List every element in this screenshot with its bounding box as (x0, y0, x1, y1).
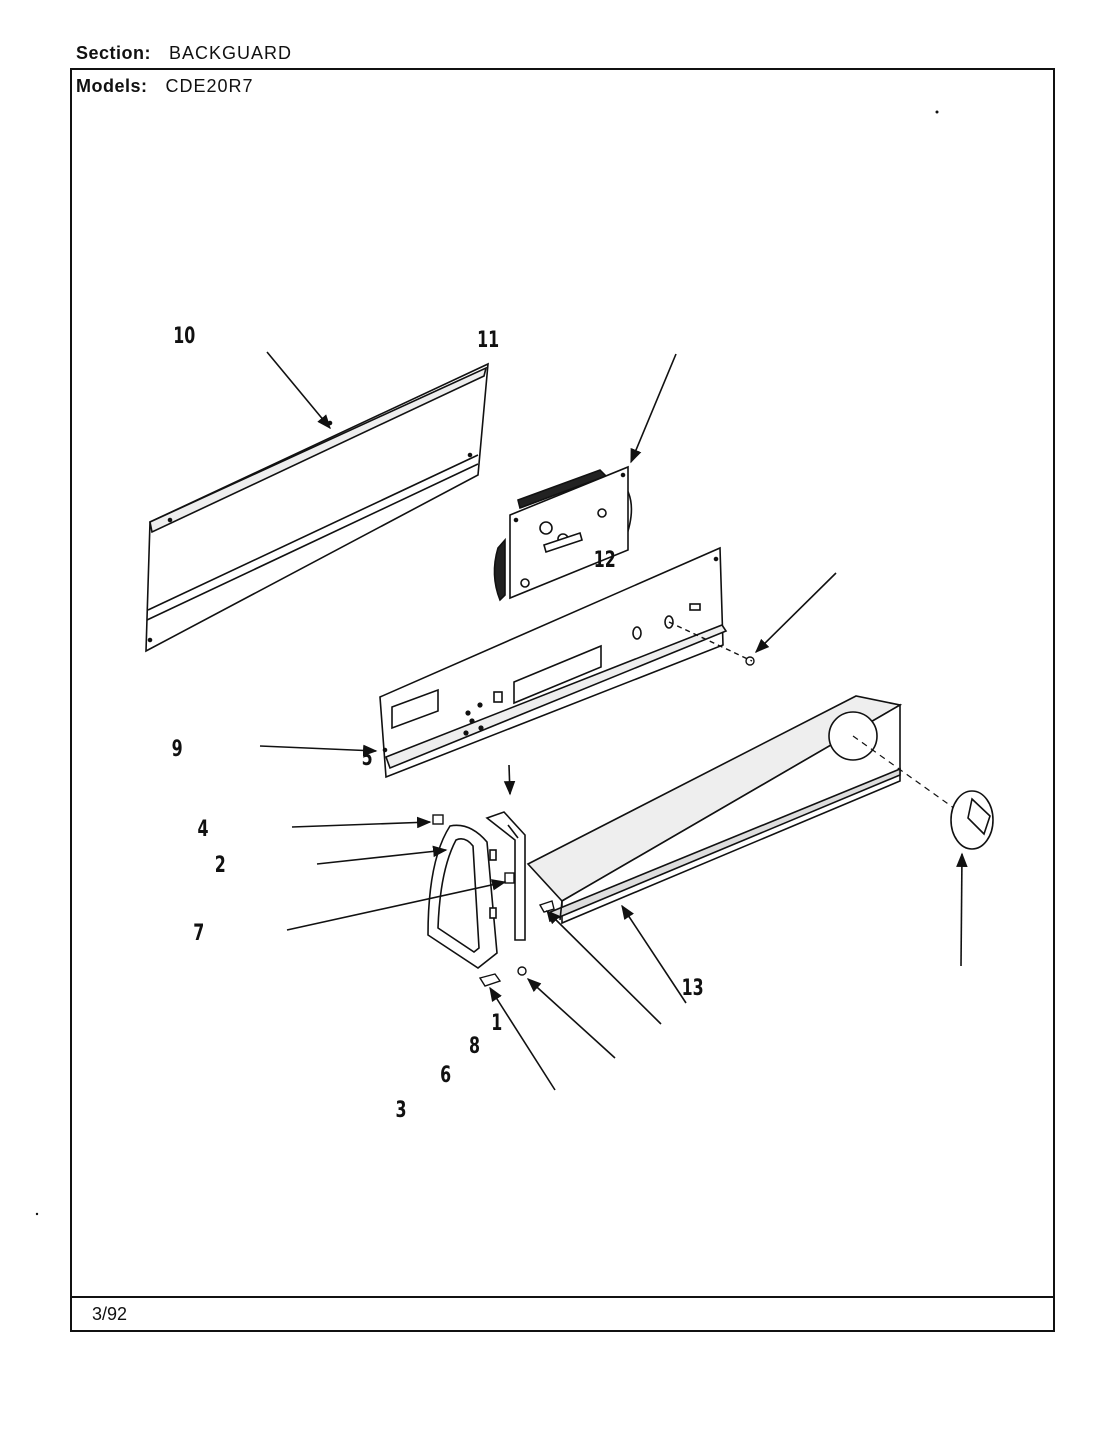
callout-3: 3 (396, 1096, 407, 1122)
part-9-control-panel (379, 546, 728, 779)
part-5-trim-strip (485, 811, 526, 941)
part-13-knob (950, 790, 994, 850)
section-label: Section: (76, 43, 152, 63)
part-10-top-cover (145, 362, 489, 653)
part-2-end-trim (427, 824, 498, 969)
part-6-screw (517, 966, 527, 976)
callout-leaders (259, 351, 968, 1091)
part-3-bracket (478, 973, 502, 987)
callout-8: 8 (469, 1032, 480, 1058)
stray-mark (35, 1212, 39, 1216)
callout-labels: 10 11 12 9 5 4 2 7 1 8 6 3 13 (172, 322, 704, 1122)
callout-6: 6 (440, 1061, 451, 1087)
part-4-clip (432, 814, 444, 825)
revision-date: 3/92 (92, 1304, 128, 1324)
section-heading: Section: BACKGUARD (76, 43, 292, 64)
stray-mark (935, 110, 939, 114)
part-11-clock-timer (493, 465, 633, 602)
callout-12: 12 (594, 546, 616, 572)
callout-5: 5 (362, 744, 373, 770)
part-1-backguard-body (526, 695, 903, 925)
callout-13: 13 (682, 974, 704, 1000)
callout-9: 9 (172, 735, 183, 761)
page-frame (70, 68, 1055, 1332)
callout-7: 7 (193, 919, 204, 945)
models-label: Models: (76, 76, 148, 96)
part-8-screw (538, 900, 555, 913)
models-value: CDE20R7 (165, 76, 254, 96)
callout-11: 11 (477, 326, 499, 352)
callout-2: 2 (215, 851, 226, 877)
section-value: BACKGUARD (169, 43, 293, 63)
callout-4: 4 (198, 815, 209, 841)
callout-10: 10 (173, 322, 195, 348)
callout-1: 1 (491, 1009, 502, 1035)
models-heading: Models: CDE20R7 (76, 76, 254, 97)
part-12-screw (668, 621, 755, 666)
part-7-clip (504, 872, 515, 884)
